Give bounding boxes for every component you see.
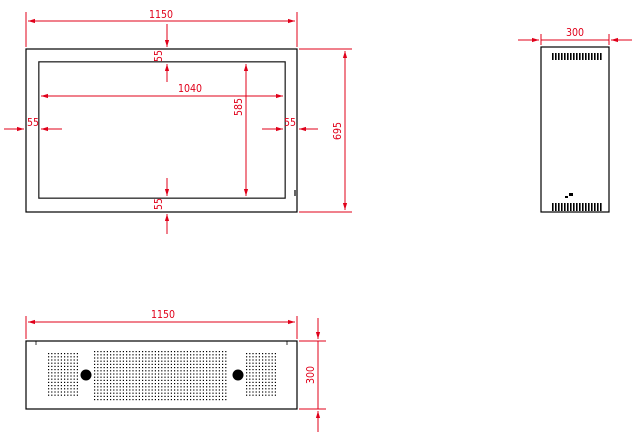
bottom-outline [25, 340, 298, 410]
side-depth-dimension: 300 [518, 27, 632, 45]
front-overall-height-label: 695 [332, 122, 344, 140]
front-left-margin-dimension: 55 [4, 117, 62, 132]
front-bottom-margin-dimension: 55 [153, 178, 170, 234]
bottom-right-mount-hole [232, 369, 244, 381]
front-top-margin-label: 55 [153, 50, 165, 62]
bottom-left-mount-hole [80, 369, 92, 381]
front-right-margin-dimension: 55 [262, 117, 318, 132]
front-overall-width-label: 1150 [149, 9, 173, 21]
side-outline [540, 46, 610, 213]
side-top-vents [552, 53, 602, 60]
bottom-width-dimension: 1150 [25, 309, 298, 339]
front-screen-area [38, 61, 286, 199]
bottom-view: 1150 300 [25, 309, 326, 432]
front-left-margin-label: 55 [27, 117, 39, 129]
front-bottom-margin-label: 55 [153, 198, 165, 210]
front-outer-frame [25, 48, 298, 213]
side-bottom-vents [552, 203, 602, 211]
side-view: 300 [518, 27, 632, 213]
bottom-width-label: 1150 [151, 309, 175, 321]
side-depth-label: 300 [566, 27, 584, 39]
front-inner-width-label: 1040 [178, 83, 202, 95]
bottom-depth-label: 300 [305, 366, 317, 384]
bottom-depth-dimension: 300 [299, 318, 326, 432]
front-inner-height-dimension: 585 [233, 64, 249, 196]
front-top-margin-dimension: 55 [153, 24, 170, 82]
front-overall-height-dimension: 695 [299, 48, 352, 213]
front-inner-height-label: 585 [233, 98, 245, 116]
front-overall-width-dimension: 1150 [25, 9, 298, 47]
bottom-vent-pattern [48, 351, 276, 401]
front-right-margin-label: 55 [284, 117, 296, 129]
front-inner-width-dimension: 1040 [41, 83, 283, 99]
front-view: 1150 1040 55 55 55 55 [4, 9, 352, 234]
